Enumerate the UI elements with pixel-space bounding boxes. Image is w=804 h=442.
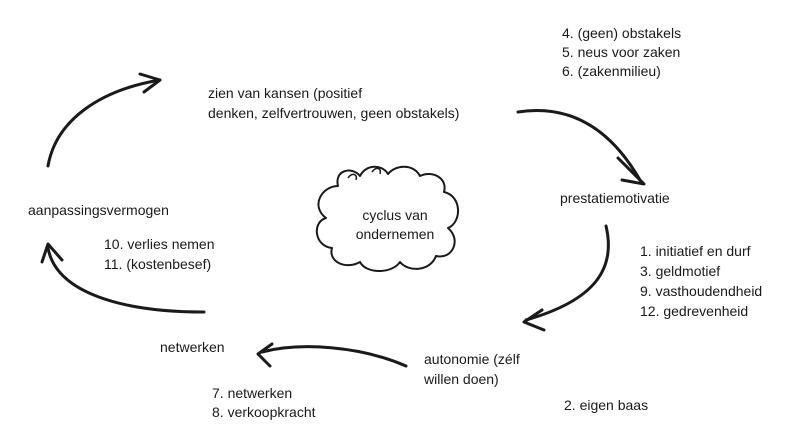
arrowhead-kansen [138, 72, 162, 94]
list-autonomie-item: 2. eigen baas [564, 397, 649, 413]
list-netwerken-item: 8. verkoopkracht [212, 404, 316, 420]
list-aanpassing-item: 10. verlies nemen [104, 236, 215, 252]
stage-kansen-line2: denken, zelfvertrouwen, geen obstakels) [208, 105, 460, 121]
center-cloud-shape [316, 165, 459, 272]
arrow-autonomie-to-netwerken [260, 345, 408, 368]
list-kansen-item: 6. (zakenmilieu) [562, 63, 661, 79]
center-cloud-curl [371, 167, 382, 175]
arrowhead-netwerken [256, 342, 274, 368]
arrow-netwerken-to-aanpassing [46, 246, 206, 314]
stage-aanpassing: aanpassingsvermogen [28, 202, 169, 218]
arrow-aanpassing-to-kansen [46, 78, 162, 168]
stage-kansen-line1: zien van kansen (positief [208, 85, 363, 101]
list-kansen-item: 4. (geen) obstakels [562, 25, 682, 41]
arrowhead-autonomie [522, 308, 546, 332]
stage-netwerken: netwerken [160, 339, 225, 355]
center-cloud-curl [347, 173, 358, 181]
arrow-kansen-to-prestatie [516, 109, 642, 182]
list-kansen-item: 5. neus voor zaken [562, 44, 681, 60]
list-prestatie-item: 1. initiatief en durf [640, 243, 751, 259]
arrowhead-aanpassing [40, 242, 64, 264]
stage-autonomie-line2: willen doen) [424, 371, 499, 387]
list-prestatie-item: 9. vasthoudendheid [640, 283, 763, 299]
list-netwerken-item: 7. netwerken [212, 385, 293, 401]
list-prestatie-item: 3. geldmotief [640, 263, 721, 279]
list-prestatie-item: 12. gedrevenheid [640, 303, 749, 319]
arrowhead-prestatie [616, 156, 646, 186]
center-label-line1: cyclus van [362, 207, 428, 223]
center-label-line2: ondernemen [355, 226, 435, 242]
stage-prestatie: prestatiemotivatie [560, 190, 670, 206]
stage-autonomie-line1: autonomie (zélf [424, 351, 520, 367]
arrow-prestatie-to-autonomie [524, 224, 610, 322]
list-aanpassing-item: 11. (kostenbesef) [104, 256, 212, 272]
